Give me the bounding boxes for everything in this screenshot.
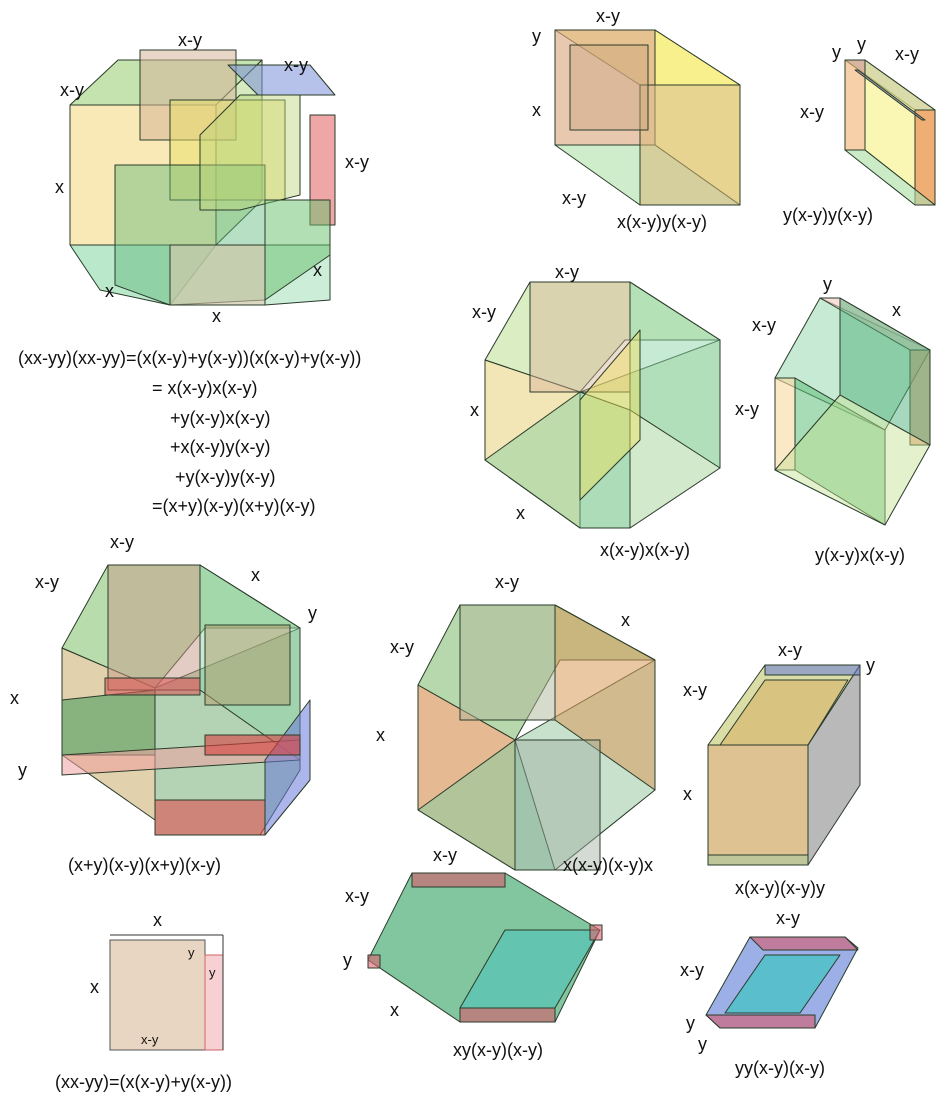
caption-f: (x+y)(x-y)(x+y)(x-y) [68, 855, 221, 875]
figure-full-tesseract [69, 49, 336, 306]
label-s-y-inner: y [188, 945, 195, 960]
caption-j: yy(x-y)(x-y) [735, 1058, 825, 1078]
label-b-x: x [532, 100, 541, 120]
label-d-xy-top: x-y [555, 262, 579, 282]
figure-y-xy-y-xy [844, 59, 936, 206]
label-e-x: x [892, 300, 901, 320]
caption-d: x(x-y)x(x-y) [600, 540, 690, 560]
equation-line-1: (xx-yy)(xx-yy)=(x(x-y)+y(x-y))(x(x-y)+y(… [18, 348, 362, 368]
figure-x-xy-y-xy [554, 29, 741, 206]
label-s-x-top: x [153, 910, 162, 930]
label-d-x-bottom: x [516, 503, 525, 523]
label-a-xy-top: x-y [178, 30, 202, 50]
label-c-xy-left: x-y [800, 102, 824, 122]
label-h-xy-left: x-y [683, 680, 707, 700]
figure-xy-xy-xy [367, 872, 603, 1023]
label-i-y: y [343, 950, 352, 970]
label-h-y: y [866, 655, 875, 675]
figure-x-xy-x-xy [484, 281, 721, 529]
label-h-x-left: x [683, 784, 692, 804]
label-j-y2: y [698, 1034, 707, 1054]
label-j-y1: y [686, 1013, 695, 1033]
label-g-x-right: x [621, 610, 630, 630]
figure-x-xy-xy-y [707, 664, 861, 866]
label-b-xy-bottom: x-y [562, 188, 586, 208]
caption-b: x(x-y)y(x-y) [617, 212, 707, 232]
figure-square-difference [109, 934, 224, 1051]
label-f-x-left: x [10, 688, 19, 708]
caption-g: x(x-y)(x-y)x [563, 855, 653, 875]
equation-line-2: = x(x-y)x(x-y) [152, 378, 258, 398]
label-f-xy-top: x-y [110, 532, 134, 552]
figure-x-plus-y-tesseract [61, 564, 311, 836]
label-a-x-bottom: x [212, 306, 221, 326]
label-a-x-bottomleft: x [105, 281, 114, 301]
label-i-x: x [390, 1000, 399, 1020]
label-a-xy-right: x-y [345, 152, 369, 172]
figure-x-xy-xy-x [417, 604, 656, 871]
label-a-xy-left: x-y [60, 80, 84, 100]
equation-line-4: +x(x-y)y(x-y) [170, 437, 271, 457]
label-d-xy-left: x-y [472, 302, 496, 322]
caption-c: y(x-y)y(x-y) [783, 205, 873, 225]
figure-y-xy-x-xy [774, 297, 931, 526]
label-b-y: y [532, 26, 541, 46]
label-s-x-left: x [90, 977, 99, 997]
figure-yy-xy-xy [705, 936, 859, 1029]
caption-s: (xx-yy)=(x(x-y)+y(x-y)) [55, 1072, 232, 1092]
label-b-xy-top: x-y [596, 6, 620, 26]
label-g-xy-left: x-y [390, 637, 414, 657]
label-e-xy-left: x-y [752, 315, 776, 335]
caption-e: y(x-y)x(x-y) [815, 545, 905, 565]
label-j-xy-left: x-y [680, 960, 704, 980]
label-f-y-left: y [18, 760, 27, 780]
label-c-y1: y [832, 42, 841, 62]
label-f-y-right: y [308, 603, 317, 623]
label-s-xy-inner: x-y [141, 1032, 159, 1047]
equation-line-6: =(x+y)(x-y)(x+y)(x-y) [152, 496, 316, 516]
label-a-x-left: x [55, 177, 64, 197]
label-g-xy-top: x-y [495, 572, 519, 592]
label-c-xy-top: x-y [895, 44, 919, 64]
label-c-y2: y [857, 34, 866, 54]
label-h-xy-top: x-y [778, 640, 802, 660]
label-a-x-right: x [313, 260, 322, 280]
caption-i: xy(x-y)(x-y) [453, 1040, 543, 1060]
label-d-x-left: x [470, 400, 479, 420]
label-f-xy-left: x-y [35, 572, 59, 592]
label-i-xy-top: x-y [433, 845, 457, 865]
label-g-x-left: x [376, 725, 385, 745]
equation-line-5: +y(x-y)y(x-y) [175, 467, 276, 487]
label-a-xy-topright: x-y [284, 55, 308, 75]
label-j-xy-top: x-y [776, 908, 800, 928]
equation-line-3: +y(x-y)x(x-y) [170, 408, 271, 428]
label-f-x-topright: x [251, 565, 260, 585]
label-s-y-strip: y [209, 965, 216, 980]
caption-h: x(x-y)(x-y)y [735, 878, 825, 898]
label-e-y: y [823, 274, 832, 294]
label-i-xy-left: x-y [345, 886, 369, 906]
label-e-xy-mid: x-y [735, 399, 759, 419]
